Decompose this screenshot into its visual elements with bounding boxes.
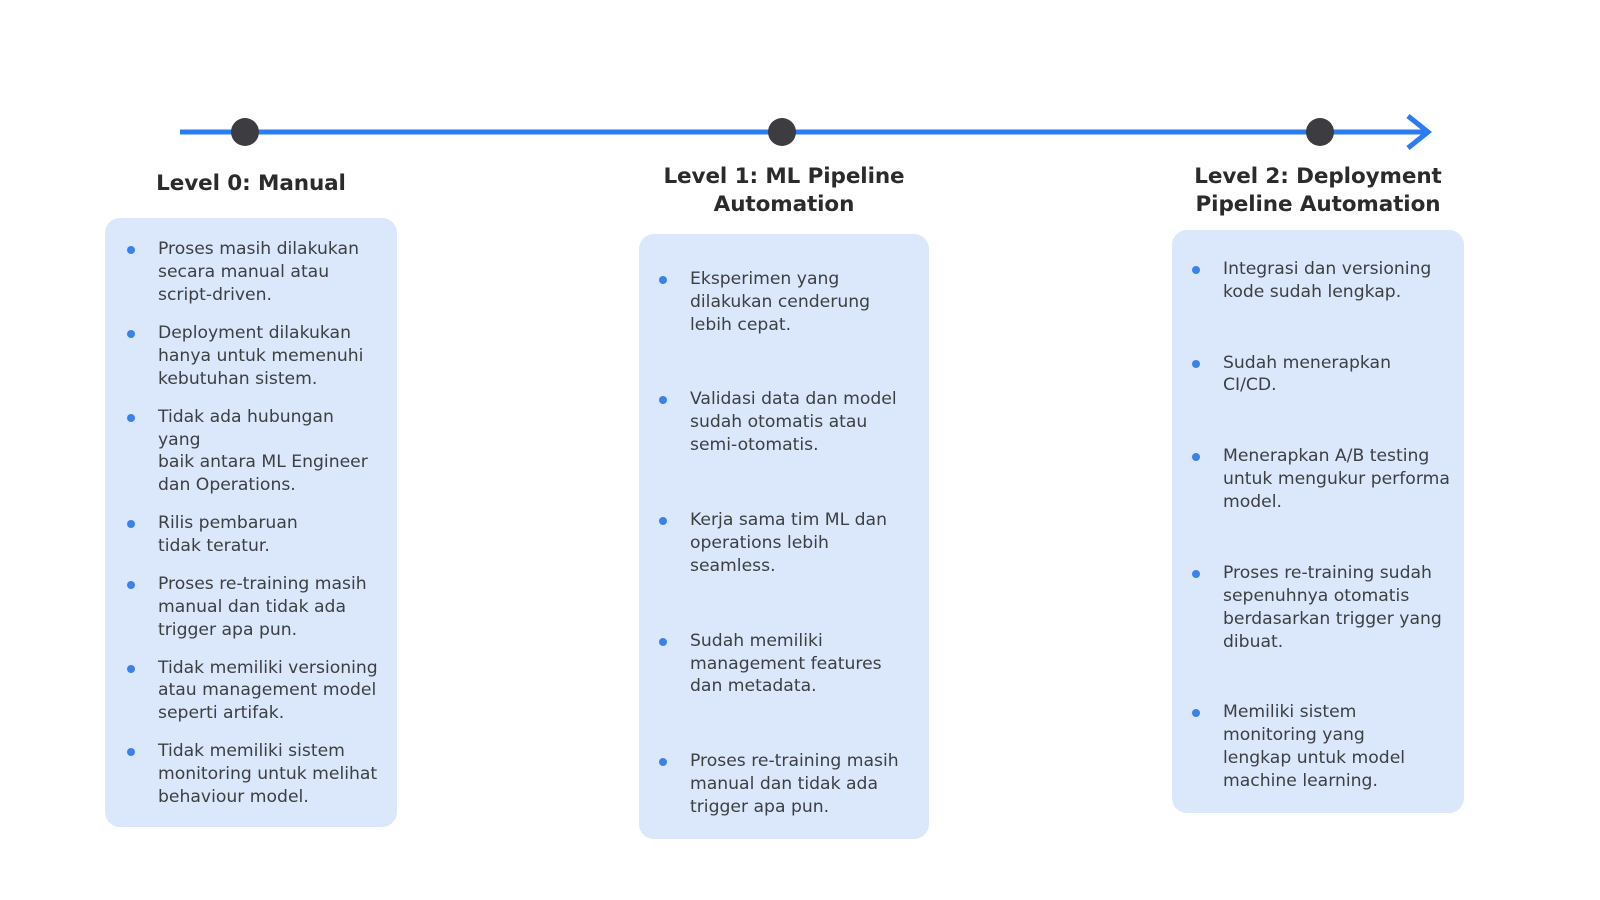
bullet-dot-icon: [127, 246, 135, 255]
list-item-text: Deployment dilakukan hanya untuk memenuh…: [158, 323, 364, 389]
stage-card-level-1: Eksperimen yang dilakukan cenderung lebi…: [639, 233, 929, 839]
stage-card-level-0: Proses masih dilakukan secara manual ata…: [105, 218, 397, 827]
list-item: Integrasi dan versioning kode sudah leng…: [1192, 258, 1450, 304]
stage-heading-level-2: Level 2: Deployment Pipeline Automation: [1194, 164, 1442, 218]
list-item: Tidak memiliki versioning atau managemen…: [127, 657, 379, 726]
timeline-node-1: [768, 118, 796, 146]
list-item-text: Tidak ada hubungan yang baik antara ML E…: [158, 406, 368, 496]
list-item-text: Validasi data dan model sudah otomatis a…: [690, 389, 897, 456]
bullet-dot-icon: [1192, 453, 1200, 462]
bullet-dot-icon: [127, 520, 135, 529]
list-item-text: Eksperimen yang dilakukan cenderung lebi…: [690, 268, 871, 335]
list-item-text: Proses masih dilakukan secara manual ata…: [158, 239, 359, 306]
list-item: Tidak memiliki sistem monitoring untuk m…: [127, 740, 379, 809]
list-item: Kerja sama tim ML dan operations lebih s…: [659, 509, 913, 578]
list-item: Deployment dilakukan hanya untuk memenuh…: [127, 322, 379, 391]
timeline-stage-level-2: Level 2: Deployment Pipeline Automation …: [1172, 163, 1464, 813]
bullet-dot-icon: [127, 330, 135, 338]
list-item-text: Tidak memiliki sistem monitoring untuk m…: [158, 741, 378, 807]
list-item-text: Proses re-training masih manual dan tida…: [158, 573, 367, 640]
list-item: Eksperimen yang dilakukan cenderung lebi…: [659, 268, 913, 337]
bullet-dot-icon: [659, 275, 667, 284]
list-item: Sudah memiliki management features dan m…: [659, 630, 913, 699]
stage-heading-level-0: Level 0: Manual: [156, 171, 346, 196]
bullet-dot-icon: [659, 517, 667, 525]
stage-bullet-list-level-1: Eksperimen yang dilakukan cenderung lebi…: [659, 268, 913, 819]
bullet-dot-icon: [659, 396, 667, 405]
timeline-node-0: [231, 118, 259, 146]
bullet-dot-icon: [127, 664, 135, 673]
list-item: Menerapkan A/B testing untuk mengukur pe…: [1192, 445, 1450, 514]
bullet-dot-icon: [1192, 265, 1200, 274]
list-item: Rilis pembaruan tidak teratur.: [127, 512, 379, 558]
list-item: Proses masih dilakukan secara manual ata…: [127, 238, 379, 307]
timeline-arrow-icon: [1406, 114, 1433, 150]
bullet-dot-icon: [127, 413, 135, 422]
stage-bullet-list-level-0: Proses masih dilakukan secara manual ata…: [127, 238, 379, 808]
list-item-text: Sudah menerapkan CI/CD.: [1223, 352, 1391, 396]
list-item-text: Kerja sama tim ML dan operations lebih s…: [690, 510, 887, 576]
bullet-dot-icon: [1192, 569, 1200, 578]
list-item-text: Sudah memiliki management features dan m…: [690, 630, 882, 697]
list-item-text: Rilis pembaruan tidak teratur.: [158, 513, 298, 556]
bullet-dot-icon: [1192, 709, 1200, 718]
timeline-node-2: [1306, 118, 1334, 146]
bullet-dot-icon: [1192, 359, 1200, 368]
list-item: Sudah menerapkan CI/CD.: [1192, 352, 1450, 398]
list-item: Memiliki sistem monitoring yang lengkap …: [1192, 701, 1450, 793]
bullet-dot-icon: [659, 637, 667, 646]
list-item-text: Menerapkan A/B testing untuk mengukur pe…: [1223, 446, 1450, 512]
list-item-text: Tidak memiliki versioning atau managemen…: [158, 657, 378, 724]
list-item: Tidak ada hubungan yang baik antara ML E…: [127, 406, 379, 498]
list-item-text: Memiliki sistem monitoring yang lengkap …: [1223, 702, 1406, 791]
list-item: Proses re-training masih manual dan tida…: [659, 750, 913, 819]
list-item: Validasi data dan model sudah otomatis a…: [659, 388, 913, 457]
bullet-dot-icon: [127, 580, 135, 589]
stage-heading-level-1: Level 1: ML Pipeline Automation: [663, 164, 905, 218]
bullet-dot-icon: [659, 758, 667, 767]
stage-bullet-list-level-2: Integrasi dan versioning kode sudah leng…: [1192, 258, 1450, 793]
list-item: Proses re-training masih manual dan tida…: [127, 573, 379, 642]
timeline-stage-level-1: Level 1: ML Pipeline Automation Eksperim…: [639, 163, 929, 839]
bullet-dot-icon: [127, 748, 135, 757]
list-item: Proses re-training sudah sepenuhnya otom…: [1192, 562, 1450, 654]
list-item-text: Proses re-training sudah sepenuhnya otom…: [1223, 562, 1442, 652]
stage-card-level-2: Integrasi dan versioning kode sudah leng…: [1172, 229, 1464, 813]
list-item-text: Integrasi dan versioning kode sudah leng…: [1223, 258, 1432, 302]
list-item-text: Proses re-training masih manual dan tida…: [690, 751, 899, 817]
timeline-stage-level-0: Level 0: Manual Proses masih dilakukan s…: [105, 170, 397, 827]
